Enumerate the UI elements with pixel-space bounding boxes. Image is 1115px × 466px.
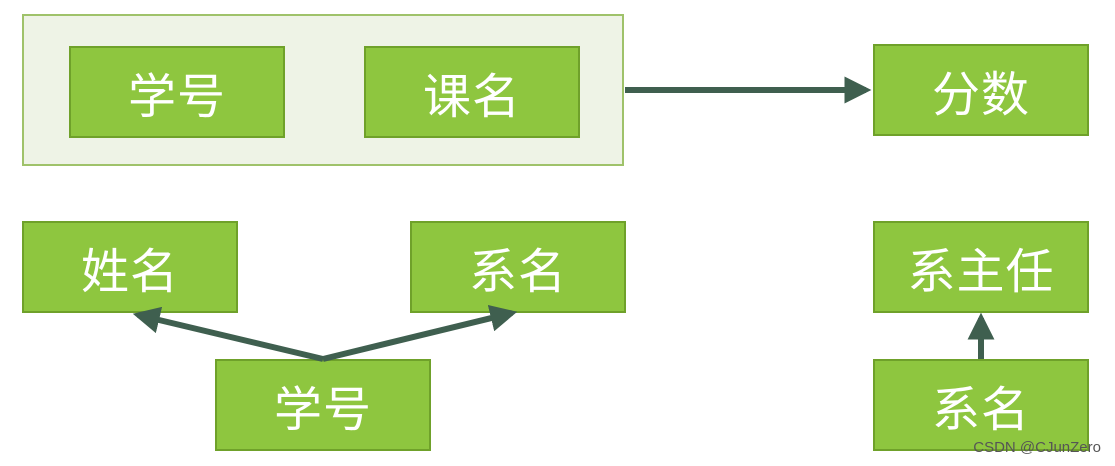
node-course-name: 课名 <box>364 46 580 138</box>
node-dept-name-left: 系名 <box>410 221 626 313</box>
node-score: 分数 <box>873 44 1089 136</box>
watermark-text: CSDN @CJunZero <box>973 439 1101 456</box>
arrow-id-to-name <box>132 306 324 362</box>
node-student-id-top: 学号 <box>69 46 285 138</box>
node-dept-name-right: 系名 <box>873 359 1089 451</box>
arrow-id-to-dept-name <box>322 304 518 362</box>
node-dept-head: 系主任 <box>873 221 1089 313</box>
node-student-id-bottom: 学号 <box>215 359 431 451</box>
node-name: 姓名 <box>22 221 238 313</box>
